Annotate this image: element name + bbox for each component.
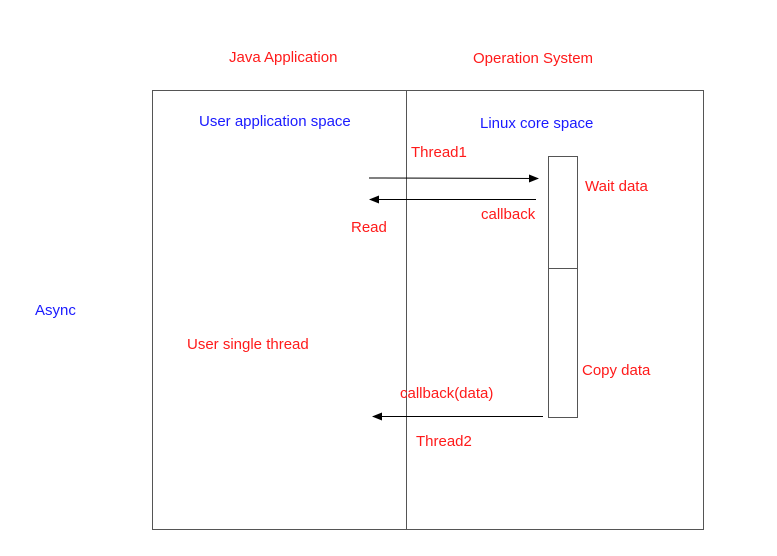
outer-frame: [152, 90, 704, 530]
linux-core-space-label: Linux core space: [480, 115, 593, 132]
callback-data-label: callback(data): [400, 385, 493, 402]
async-label: Async: [35, 302, 76, 319]
header-java-application: Java Application: [229, 49, 337, 66]
user-single-thread-label: User single thread: [187, 336, 309, 353]
thread1-request-arrow: [368, 174, 539, 183]
callback-label: callback: [481, 206, 536, 223]
header-operation-system: Operation System: [473, 50, 593, 67]
user-application-space-label: User application space: [199, 113, 351, 130]
kernel-process-bar: [548, 156, 578, 418]
wait-data-label: Wait data: [585, 178, 648, 195]
thread2-label: Thread2: [416, 433, 472, 450]
copy-data-label: Copy data: [582, 362, 651, 379]
thread1-label: Thread1: [411, 144, 467, 161]
read-label: Read: [351, 219, 387, 236]
